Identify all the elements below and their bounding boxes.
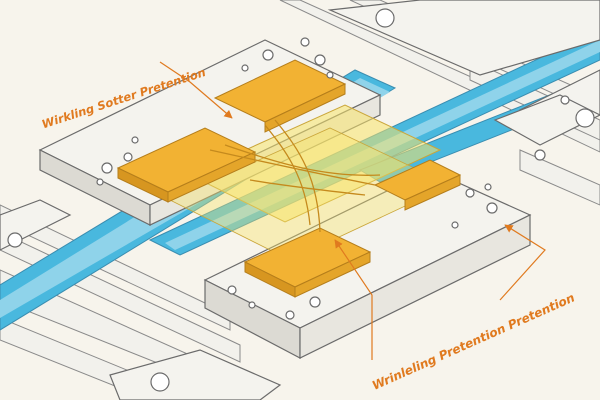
clamp-bottom-right — [373, 159, 462, 211]
clamp-top-left — [116, 127, 257, 203]
leader-arrow-icon — [159, 61, 546, 360]
corner-block-top-right — [327, 0, 600, 76]
corner-block-bottom-left — [109, 349, 282, 400]
wrinkle-lines — [209, 119, 381, 233]
bolt-hole-icon — [7, 8, 595, 392]
clamp-top-right — [213, 59, 347, 133]
